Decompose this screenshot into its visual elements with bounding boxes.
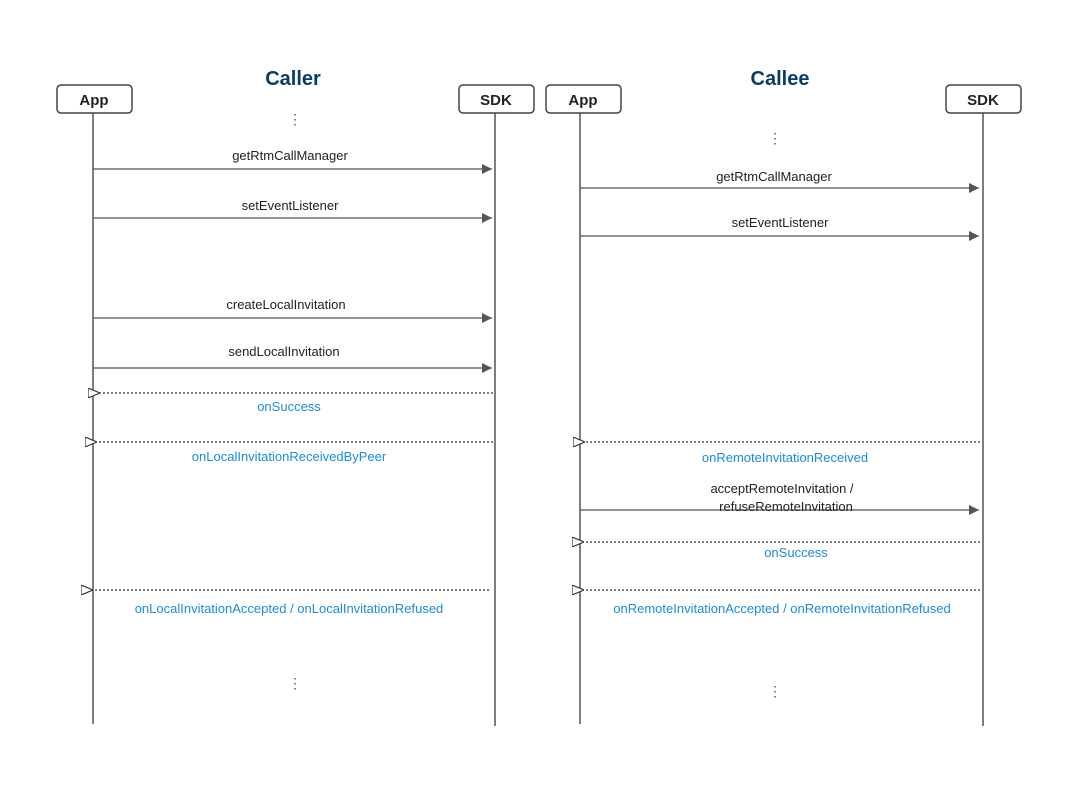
callee-callback-label: onRemoteInvitationAccepted / onRemoteInv… — [613, 601, 950, 616]
caller-message-label: setEventListener — [242, 198, 340, 213]
callee-callback-onremoteinvitationaccepted: onRemoteInvitationAccepted / onRemoteInv… — [584, 590, 980, 616]
callee-message-label-line2: refuseRemoteInvitation — [719, 499, 853, 514]
caller-message-label: getRtmCallManager — [232, 148, 348, 163]
callee-callback-label: onSuccess — [764, 545, 828, 560]
callee-app-box: App — [545, 84, 622, 114]
callee-message-label: getRtmCallManager — [716, 169, 832, 184]
caller-sdk-box: SDK — [458, 84, 535, 114]
caller-callback-onlocalinvitationreceivedbypeer: onLocalInvitationReceivedByPeer — [97, 442, 493, 464]
caller-callback-onsuccess: onSuccess — [100, 393, 493, 414]
callee-app-label: App — [568, 92, 597, 109]
callee-message-label: acceptRemoteInvitation / — [710, 481, 853, 496]
callee-callback-label: onRemoteInvitationReceived — [702, 450, 868, 465]
caller-callback-label: onSuccess — [257, 399, 321, 414]
callee-message-label: setEventListener — [732, 215, 830, 230]
caller-sdk-label: SDK — [480, 92, 512, 109]
caller-message-getrtmcallmanager: getRtmCallManager — [93, 148, 492, 174]
callee-panel: Callee App SDK ⋮ getRtmCallManager setEv… — [545, 68, 1022, 726]
callee-ellipsis-top: ⋮ — [768, 130, 782, 146]
caller-message-label: sendLocalInvitation — [228, 344, 339, 359]
callee-callback-onsuccess: onSuccess — [584, 542, 980, 560]
caller-message-createlocalinvitation: createLocalInvitation — [93, 297, 492, 323]
callee-message-acceptremoteinvitation: acceptRemoteInvitation / refuseRemoteInv… — [580, 481, 979, 515]
caller-panel: Caller App SDK ⋮ getRtmCallManager setEv… — [56, 68, 535, 726]
callee-message-getrtmcallmanager: getRtmCallManager — [580, 169, 979, 193]
callee-ellipsis-bottom: ⋮ — [768, 683, 782, 699]
caller-title: Caller — [265, 68, 321, 90]
caller-app-box: App — [56, 84, 133, 114]
caller-message-seteventlistener: setEventListener — [93, 198, 492, 223]
caller-message-sendlocalinvitation: sendLocalInvitation — [93, 344, 492, 373]
caller-ellipsis-top: ⋮ — [288, 111, 302, 127]
caller-callback-label: onLocalInvitationAccepted / onLocalInvit… — [135, 601, 444, 616]
callee-sdk-label: SDK — [967, 92, 999, 109]
caller-ellipsis-bottom: ⋮ — [288, 675, 302, 691]
callee-callback-onremoteinvitationreceived: onRemoteInvitationReceived — [585, 442, 980, 465]
callee-sdk-box: SDK — [945, 84, 1022, 114]
callee-message-seteventlistener: setEventListener — [580, 215, 979, 241]
callee-title: Callee — [751, 68, 810, 90]
caller-callback-onlocalinvitationaccepted: onLocalInvitationAccepted / onLocalInvit… — [93, 590, 489, 616]
caller-callback-label: onLocalInvitationReceivedByPeer — [192, 449, 387, 464]
caller-app-label: App — [79, 92, 108, 109]
caller-message-label: createLocalInvitation — [226, 297, 345, 312]
